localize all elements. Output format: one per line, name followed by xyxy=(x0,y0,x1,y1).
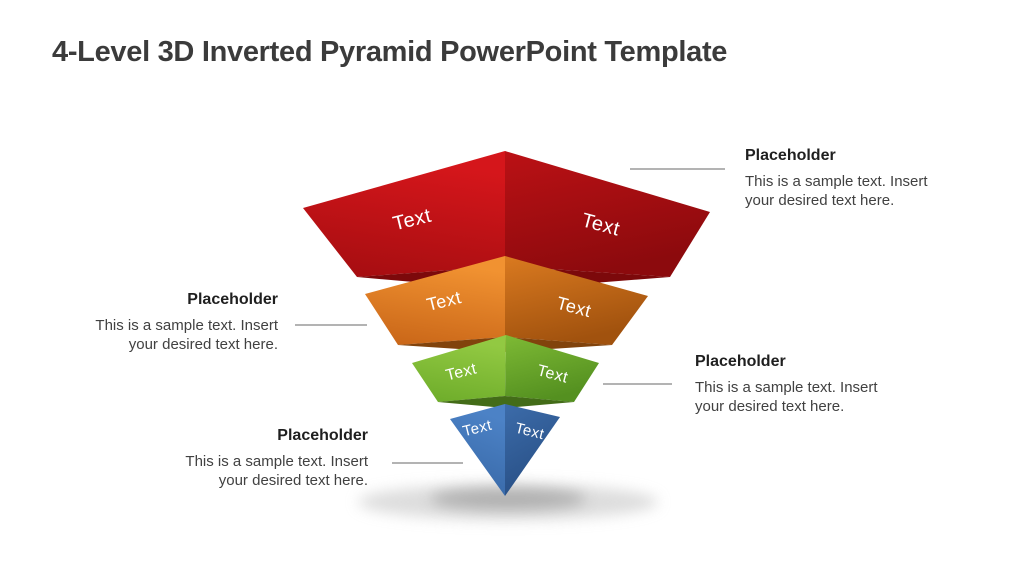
slide-title: 4-Level 3D Inverted Pyramid PowerPoint T… xyxy=(52,36,728,68)
callout-body: This is a sample text. Insert your desir… xyxy=(95,317,278,353)
callout-middle-right: Placeholder This is a sample text. Inser… xyxy=(695,352,885,416)
level-3-left-face xyxy=(412,335,506,402)
pyramid-ground-shadow-inner xyxy=(430,488,586,510)
connector-line-bottom-left xyxy=(392,462,463,464)
connector-line-middle-right xyxy=(603,383,672,385)
level-1-left-face xyxy=(303,151,505,277)
callout-title: Placeholder xyxy=(187,291,278,308)
callout-bottom-left: Placeholder This is a sample text. Inser… xyxy=(168,426,368,490)
connector-line-middle-left xyxy=(295,324,367,326)
level-4-left-face xyxy=(450,404,505,496)
level-4-right-face xyxy=(505,404,560,496)
connector-line-top-right xyxy=(630,168,725,170)
level-3-right-face xyxy=(505,335,599,402)
level-2-right-face xyxy=(505,256,648,345)
level-3-underside xyxy=(438,396,574,408)
callout-middle-left: Placeholder This is a sample text. Inser… xyxy=(78,290,278,354)
level-1-right-face xyxy=(505,151,710,277)
callout-title: Placeholder xyxy=(745,147,836,164)
level-4-right-label: Text xyxy=(513,420,546,444)
level-4-left-label: Text xyxy=(461,417,494,441)
callout-title: Placeholder xyxy=(277,427,368,444)
callout-title: Placeholder xyxy=(695,353,786,370)
callout-top-right: Placeholder This is a sample text. Inser… xyxy=(745,146,935,210)
callout-body: This is a sample text. Insert your desir… xyxy=(695,379,878,415)
level-2-left-face xyxy=(365,256,505,345)
callout-body: This is a sample text. Insert your desir… xyxy=(185,453,368,489)
callout-body: This is a sample text. Insert your desir… xyxy=(745,173,928,209)
